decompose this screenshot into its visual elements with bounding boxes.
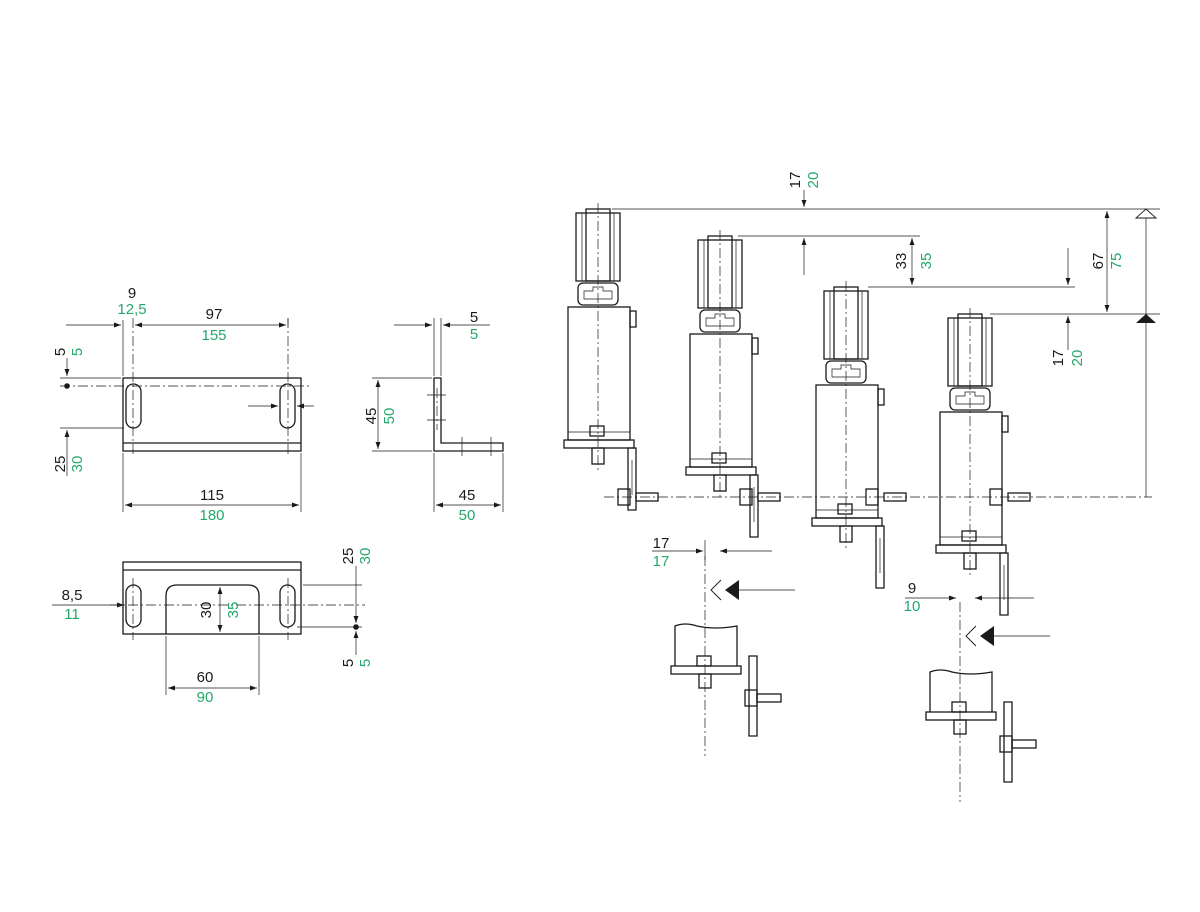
- dim-offset-3-alt: 20: [1069, 350, 1086, 367]
- detail-view-left: [670, 556, 795, 756]
- dim-offset-1-alt: 20: [805, 172, 822, 189]
- switch-unit-2: [685, 230, 781, 538]
- dim-top-margin: 5: [52, 348, 69, 356]
- slot-right: [279, 383, 296, 429]
- slot-left: [125, 383, 142, 429]
- detail-views: [670, 556, 1050, 802]
- assembly-labels: 17 20 33 35 17 20 67 75 17 17 9 10: [653, 172, 1125, 615]
- dim-bottom-slot-offset: 8,5: [62, 587, 83, 604]
- detail-view-right: [925, 602, 1050, 802]
- bracket-front-labels: 9 12,5 97 155 5 5 25 30 115 180: [52, 285, 227, 524]
- dim-detail-right-alt: 10: [904, 598, 921, 615]
- assembly-dimensions: [612, 190, 1160, 601]
- dim-overall-length-alt: 180: [199, 507, 224, 524]
- dim-hole-pitch-alt: 155: [201, 327, 226, 344]
- dim-offset-2-alt: 35: [918, 253, 935, 270]
- dim-detail-right: 9: [908, 580, 916, 597]
- dim-slot-offset-alt: 12,5: [117, 301, 146, 318]
- dim-bottom-height: 25: [52, 456, 69, 473]
- dim-detail-left-alt: 17: [653, 553, 670, 570]
- dim-overall-length: 115: [200, 487, 224, 504]
- dim-total-travel-alt: 75: [1108, 253, 1125, 270]
- switch-body: [815, 384, 879, 519]
- dim-offset-3: 17: [1050, 350, 1067, 367]
- travel-bottom-marker-icon: [1136, 314, 1156, 323]
- dim-top-height: 25: [340, 548, 357, 565]
- dim-cutout-width: 60: [197, 669, 214, 686]
- slot-bottom-left: [125, 584, 142, 628]
- dim-bottom-height-alt: 30: [69, 456, 86, 473]
- slot-bottom-right: [279, 584, 296, 628]
- dim-bottom-margin: 5: [340, 659, 357, 667]
- bracket-side-labels: 5 5 45 50 45 50: [363, 309, 478, 524]
- bracket-bottom-view: [52, 561, 365, 695]
- dim-total-travel: 67: [1090, 253, 1107, 270]
- switch-body: [567, 306, 631, 441]
- dim-bottom-margin-alt: 5: [357, 659, 374, 667]
- detail-solid-arrow-icon: [980, 626, 994, 646]
- detail-hollow-arrow-icon: [710, 579, 722, 601]
- dim-top-height-alt: 30: [357, 548, 374, 565]
- dim-hole-pitch: 97: [206, 306, 223, 323]
- travel-top-marker-icon: [1134, 208, 1158, 219]
- dim-cutout-width-alt: 90: [197, 689, 214, 706]
- switch-body: [689, 333, 753, 468]
- dim-slot-offset: 9: [128, 285, 136, 302]
- dim-thickness-alt: 5: [470, 326, 478, 343]
- switch-unit-3: [811, 281, 907, 589]
- dim-height: 45: [363, 408, 380, 425]
- dim-cutout-depth-alt: 35: [225, 602, 242, 619]
- bracket-bottom-labels: 8,5 11 30 35 60 90 25 30 5 5: [62, 548, 374, 706]
- detail-solid-arrow-icon: [725, 580, 739, 600]
- detail-hollow-arrow-icon: [965, 625, 977, 647]
- dim-depth-alt: 50: [459, 507, 476, 524]
- dim-thickness: 5: [470, 309, 478, 326]
- dim-cutout-depth: 30: [198, 602, 215, 619]
- dim-detail-left: 17: [653, 535, 670, 552]
- switch-body: [939, 411, 1003, 546]
- dim-depth: 45: [459, 487, 476, 504]
- switch-unit-1: [563, 203, 659, 511]
- switch-positions: [563, 203, 1031, 616]
- dim-bottom-slot-offset-alt: 11: [64, 606, 80, 623]
- switch-unit-4: [935, 308, 1031, 616]
- dim-height-alt: 50: [381, 408, 398, 425]
- dim-offset-2: 33: [893, 253, 910, 270]
- dim-offset-1: 17: [787, 172, 804, 189]
- bracket-side-view: [372, 318, 504, 512]
- bracket-front-view: [60, 318, 314, 512]
- dim-top-margin-alt: 5: [69, 348, 86, 356]
